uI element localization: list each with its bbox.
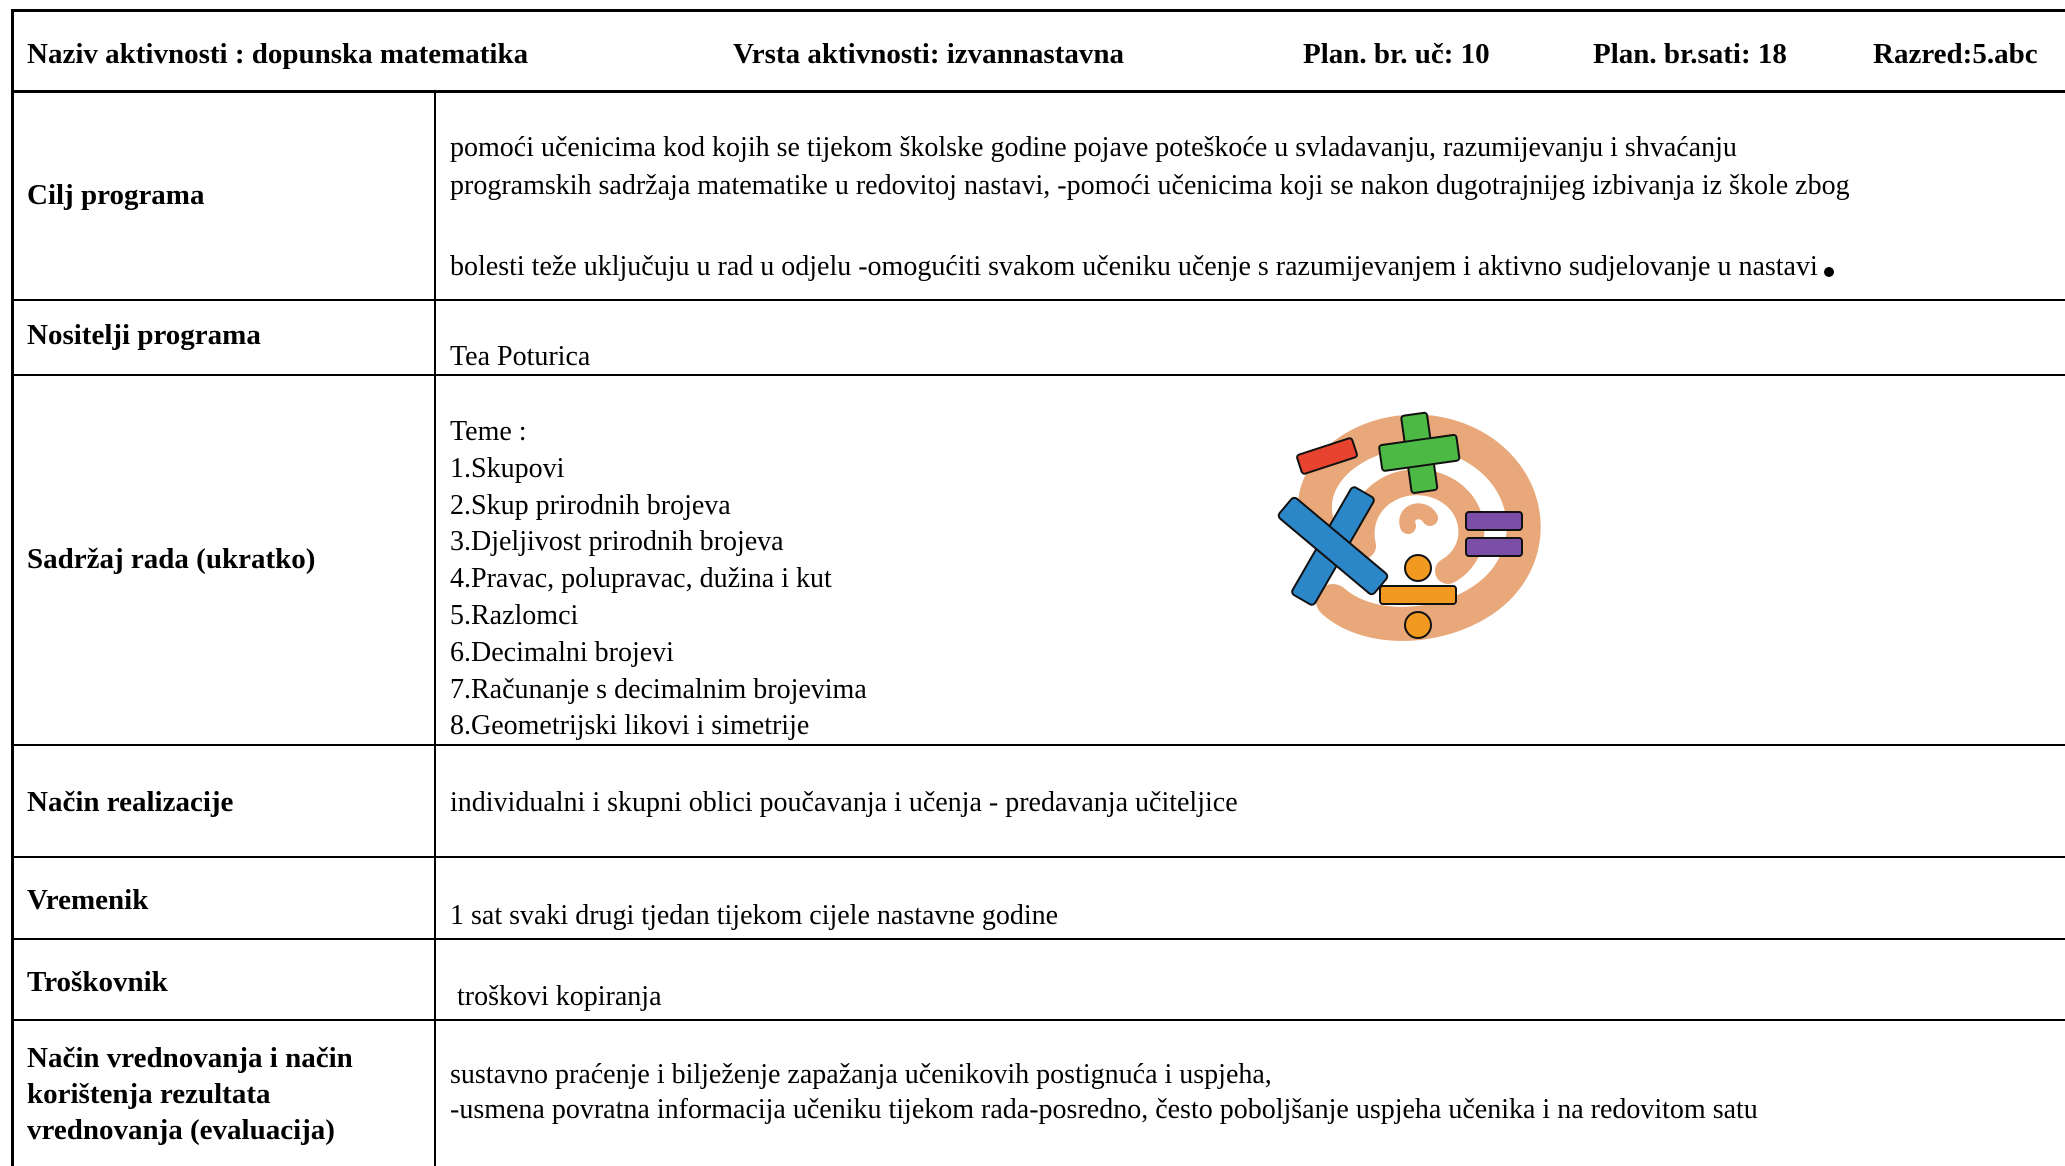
- evaluation-line: sustavno praćenje i bilježenje zapažanja…: [450, 1059, 1272, 1090]
- equals-icon: [1465, 511, 1523, 557]
- holders-label: Nositelji programa: [27, 319, 261, 351]
- math-operations-icon: [1277, 411, 1541, 641]
- holders-value: Tea Poturica: [450, 341, 591, 372]
- realization-label: Način realizacije: [27, 786, 234, 818]
- topic-item: 8.Geometrijski likovi i simetrije: [450, 710, 810, 742]
- goal-line-3-wrap: bolesti teže uključuju u rad u odjelu -o…: [450, 248, 1834, 285]
- plus-icon: [1378, 411, 1461, 494]
- header-row: Naziv aktivnosti : dopunska matematika V…: [11, 9, 2065, 93]
- topic-item: 4.Pravac, polupravac, dužina i kut: [450, 563, 832, 595]
- planned-hours: Plan. br.sati: 18: [1593, 38, 1787, 70]
- evaluation-label: Način vrednovanja i način korištenja rez…: [27, 1040, 353, 1148]
- costs-value: troškovi kopiranja: [450, 981, 662, 1012]
- goal-line-2: programskih sadržaja matematike u redovi…: [450, 170, 1850, 201]
- evaluation-label-line: Način vrednovanja i način: [27, 1042, 353, 1074]
- content-label: Sadržaj rada (ukratko): [27, 543, 316, 575]
- row-holders: Nositelji programa: [11, 301, 2065, 376]
- topic-item: 5.Razlomci: [450, 599, 579, 631]
- activity-type: Vrsta aktivnosti: izvannastavna: [733, 38, 1124, 70]
- planned-students: Plan. br. uč: 10: [1303, 38, 1490, 70]
- topic-item: 7.Računanje s decimalnim brojevima: [450, 673, 867, 705]
- column-divider: [434, 93, 436, 1166]
- goal-line-1: pomoći učenicima kod kojih se tijekom šk…: [450, 132, 1737, 163]
- table-frame: [11, 9, 2065, 1166]
- evaluation-label-line: vrednovanja (evaluacija): [27, 1114, 335, 1146]
- divide-icon: [1379, 554, 1457, 639]
- evaluation-label-line: korištenja rezultata: [27, 1078, 271, 1110]
- goal-label: Cilj programa: [27, 179, 205, 211]
- row-costs: Troškovnik: [11, 940, 2065, 1021]
- row-realization: Način realizacije: [11, 746, 2065, 858]
- topic-item: 2.Skup prirodnih brojeva: [450, 489, 731, 521]
- topic-item: 6.Decimalni brojevi: [450, 636, 674, 668]
- minus-icon: [1296, 437, 1358, 475]
- topic-item: 1.Skupovi: [450, 452, 565, 484]
- topics-list: Teme : 1.Skupovi 2.Skup prirodnih brojev…: [450, 414, 867, 745]
- bullet-dot: [1823, 267, 1834, 277]
- goal-line-3: bolesti teže uključuju u rad u odjelu -o…: [450, 251, 1818, 282]
- timeline-label: Vremenik: [27, 884, 149, 916]
- grade: Razred:5.abc: [1873, 38, 2038, 70]
- costs-label: Troškovnik: [27, 966, 168, 998]
- evaluation-text: sustavno praćenje i bilježenje zapažanja…: [450, 1057, 1758, 1127]
- row-content: Sadržaj rada (ukratko): [11, 376, 2065, 746]
- row-goal: Cilj programa: [11, 93, 2065, 301]
- realization-value: individualni i skupni oblici poučavanja …: [450, 787, 1238, 818]
- timeline-value: 1 sat svaki drugi tjedan tijekom cijele …: [450, 900, 1059, 931]
- topic-item: 3.Djeljivost prirodnih brojeva: [450, 526, 784, 558]
- evaluation-line: -usmena povratna informacija učeniku tij…: [450, 1094, 1758, 1125]
- activity-name: Naziv aktivnosti : dopunska matematika: [27, 38, 529, 70]
- topics-heading: Teme :: [450, 416, 527, 447]
- row-timeline: Vremenik: [11, 858, 2065, 940]
